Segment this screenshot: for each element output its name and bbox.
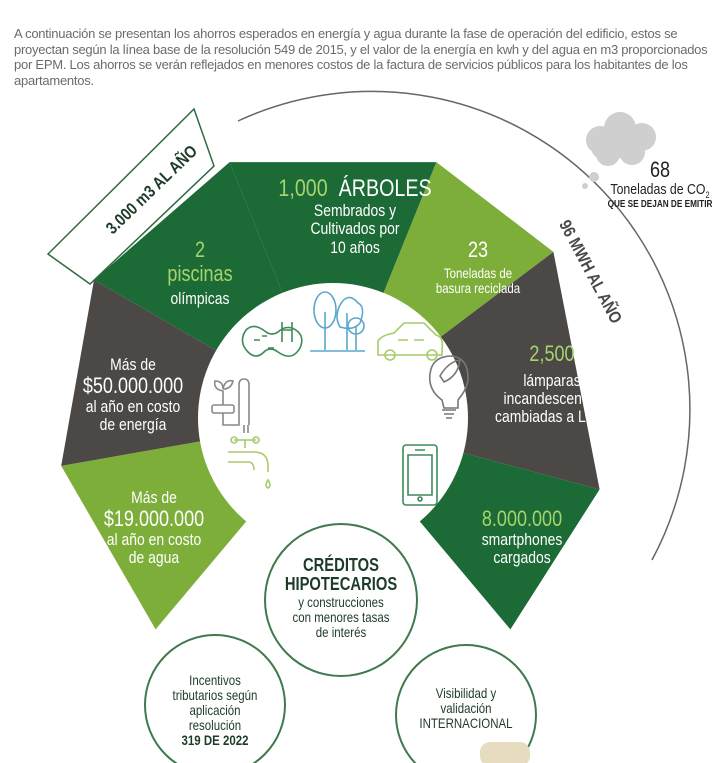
segment-energy-cost: Más de $50.000.000 al año en costo de en…	[82, 355, 184, 435]
segment-lamps: 2,500 lámparas incandescentes cambiadas …	[495, 342, 609, 427]
lamps-desc-3: cambiadas a LED.	[495, 407, 609, 427]
credits-desc-1: y construcciones	[298, 593, 384, 610]
co2-block: 68 Toneladas de CO2 QUE SE DEJAN DE EMIT…	[608, 158, 712, 211]
segment-pools: 2 piscinas olímpicas	[167, 238, 232, 308]
car-icon	[377, 322, 444, 361]
phones-value: 8.000.000	[481, 506, 563, 531]
lamps-desc-1: lámparas	[523, 370, 581, 390]
benefit-international: Visibilidad y validación INTERNACIONAL	[419, 685, 513, 732]
trees-value: 1,000	[278, 175, 328, 202]
plant-plug-icon	[211, 378, 250, 433]
water-cost-value: $19.000.000	[103, 506, 205, 532]
tax-line-4: resolución	[188, 717, 242, 734]
tax-line-5: 319 DE 2022	[181, 732, 249, 749]
trees-desc-1: Sembrados y	[313, 200, 397, 220]
credits-title-1: CRÉDITOS	[302, 555, 379, 575]
waste-desc-1: Toneladas de	[443, 264, 513, 281]
benefit-credits: CRÉDITOS HIPOTECARIOS y construcciones c…	[284, 555, 398, 641]
water-cost-desc-2: de agua	[128, 548, 180, 568]
certificate-image	[480, 742, 530, 763]
intl-line-3: INTERNACIONAL	[419, 715, 513, 732]
waste-value: 23	[467, 237, 489, 262]
credits-title-2: HIPOTECARIOS	[284, 574, 398, 595]
tax-line-2: tributarios según	[172, 687, 258, 704]
water-cost-desc-1: al año en costo	[106, 530, 202, 550]
energy-cost-prefix: Más de	[110, 355, 156, 374]
water-label-box	[46, 107, 215, 285]
benefit-circles	[144, 523, 537, 763]
cloud-icon	[582, 112, 656, 189]
segment-water-cost: Más de $19.000.000 al año en costo de ag…	[103, 488, 205, 568]
energy-cost-value: $50.000.000	[82, 373, 184, 399]
intl-line-2: validación	[440, 700, 492, 717]
leaf-bulb-icon	[428, 355, 469, 419]
water-cost-prefix: Más de	[131, 488, 177, 507]
co2-label: Toneladas de CO	[610, 180, 706, 198]
co2-value: 68	[649, 157, 671, 182]
tax-line-1: Incentivos	[189, 672, 241, 688]
trees-unit: ÁRBOLES	[338, 175, 432, 202]
pool-icon	[241, 322, 303, 357]
segment-waste: 23 Toneladas de basura reciclada	[436, 238, 520, 296]
lamps-desc-2: incandescentes	[503, 389, 601, 409]
phones-desc-1: smartphones	[481, 529, 563, 549]
pools-unit: piscinas	[167, 260, 233, 286]
faucet-icon	[228, 436, 271, 489]
energy-arc-band	[237, 90, 691, 561]
trees-desc-3: 10 años	[330, 237, 380, 257]
trees-desc-2: Cultivados por	[310, 219, 400, 239]
pools-value: 2	[194, 237, 206, 262]
intl-line-1: Visibilidad y	[435, 685, 497, 701]
energy-cost-desc-2: de energía	[99, 415, 167, 435]
trees-icon	[310, 291, 365, 352]
energy-cost-desc-1: al año en costo	[85, 397, 181, 417]
co2-subscript: 2	[705, 189, 710, 200]
segment-trees: 1,000 ÁRBOLES Sembrados y Cultivados por…	[278, 176, 431, 257]
smartphone-icon	[402, 444, 438, 506]
intro-paragraph: A continuación se presentan los ahorros …	[14, 26, 708, 88]
waste-desc-2: basura reciclada	[435, 279, 521, 296]
lamps-value: 2,500	[529, 341, 575, 366]
benefit-tax: Incentivos tributarios según aplicación …	[172, 672, 258, 749]
credits-desc-3: de interés	[315, 624, 367, 641]
co2-note: QUE SE DEJAN DE EMITIR	[607, 199, 712, 211]
tax-line-3: aplicación	[189, 702, 241, 719]
segment-phones: 8.000.000 smartphones cargados	[482, 507, 563, 567]
credits-desc-2: con menores tasas	[292, 608, 390, 625]
phones-desc-2: cargados	[493, 548, 551, 568]
pools-desc: olímpicas	[170, 288, 230, 308]
